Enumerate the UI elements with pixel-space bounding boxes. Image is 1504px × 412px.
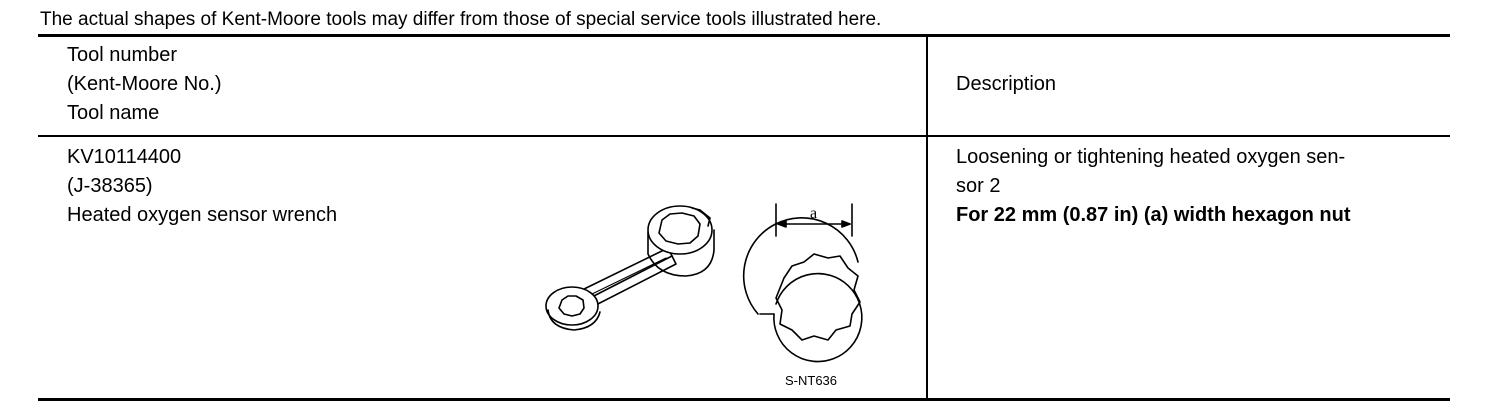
table-header-rule xyxy=(38,135,1450,137)
description-bold: For 22 mm (0.87 in) (a) width hexagon nu… xyxy=(956,204,1351,226)
table-top-rule xyxy=(38,34,1450,37)
figure-code: S-NT636 xyxy=(785,373,838,388)
description-line-1: Loosening or tightening heated oxygen se… xyxy=(956,146,1346,168)
oxygen-sensor-wrench-illustration: a xyxy=(545,203,863,363)
header-description: Description xyxy=(956,73,1057,95)
table-bottom-rule xyxy=(38,398,1450,401)
description-line-2: sor 2 xyxy=(956,175,1001,197)
row-description-cell: Loosening or tightening heated oxygen se… xyxy=(956,143,1431,230)
header-kent-moore-no: (Kent-Moore No.) xyxy=(67,73,222,95)
flare-ring-section xyxy=(742,217,863,363)
header-tool-column: Tool number (Kent-Moore No.) Tool name xyxy=(67,41,222,128)
tool-number: KV10114400 xyxy=(67,146,182,168)
dimension-label: a xyxy=(810,205,817,222)
kent-moore-number: (J-38365) xyxy=(67,175,153,197)
header-tool-number: Tool number xyxy=(67,44,178,66)
table-column-divider xyxy=(926,37,928,399)
header-tool-name: Tool name xyxy=(67,102,160,124)
dimension-marker xyxy=(775,203,853,237)
wrench-icon xyxy=(545,205,715,331)
disclaimer-note: The actual shapes of Kent-Moore tools ma… xyxy=(40,9,882,30)
tool-name: Heated oxygen sensor wrench xyxy=(67,204,338,226)
row-tool-cell: KV10114400 (J-38365) Heated oxygen senso… xyxy=(67,143,337,230)
